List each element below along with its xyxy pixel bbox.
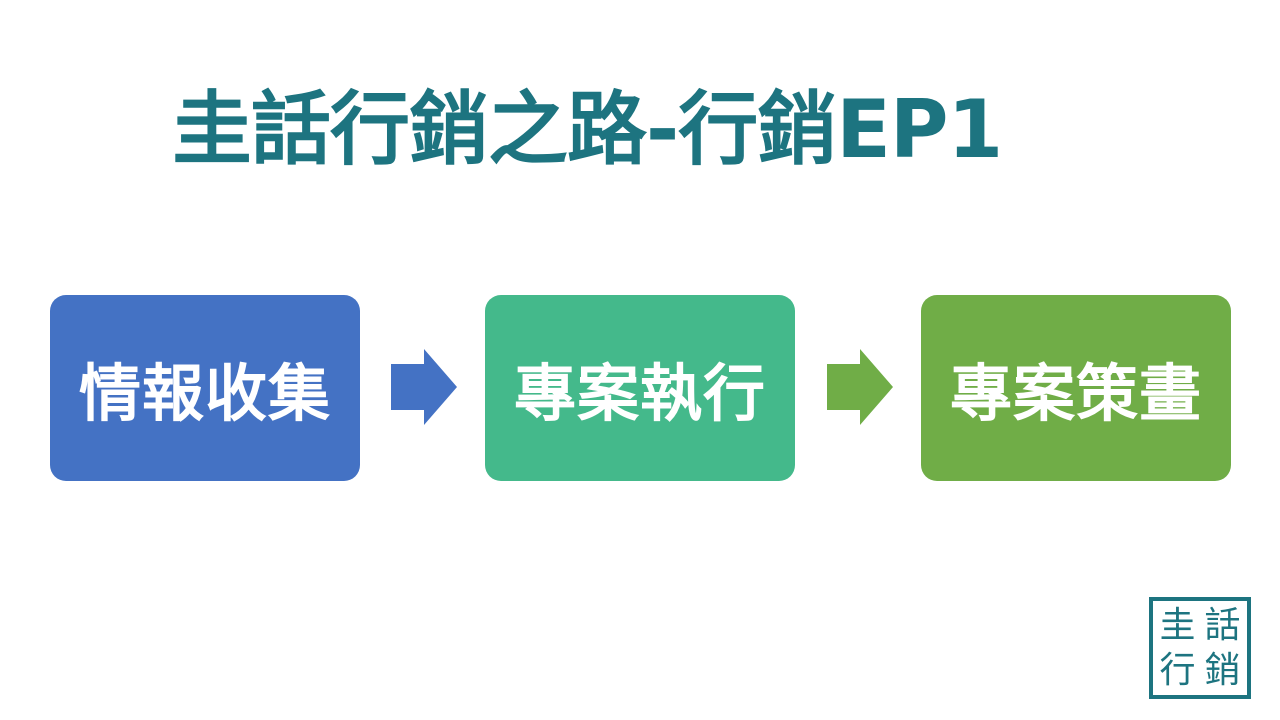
slide-title: 圭話行銷之路-行銷EP1 xyxy=(172,83,1003,176)
flow-step-label: 專案策畫 xyxy=(949,357,1202,430)
flow-step-project-execution: 專案執行 xyxy=(485,295,795,481)
right-arrow-icon xyxy=(827,349,893,425)
logo-char: 圭 xyxy=(1159,604,1196,646)
flow-step-info-gathering: 情報收集 xyxy=(50,295,360,481)
flow-step-label: 專案執行 xyxy=(513,357,766,430)
logo-char: 話 xyxy=(1204,604,1241,646)
flow-step-label: 情報收集 xyxy=(78,357,331,430)
flow-step-project-planning: 專案策畫 xyxy=(921,295,1231,481)
brand-logo: 圭 話 行 銷 xyxy=(1149,597,1251,699)
right-arrow-icon xyxy=(391,349,457,425)
logo-char: 銷 xyxy=(1204,649,1241,691)
logo-char: 行 xyxy=(1159,649,1196,691)
